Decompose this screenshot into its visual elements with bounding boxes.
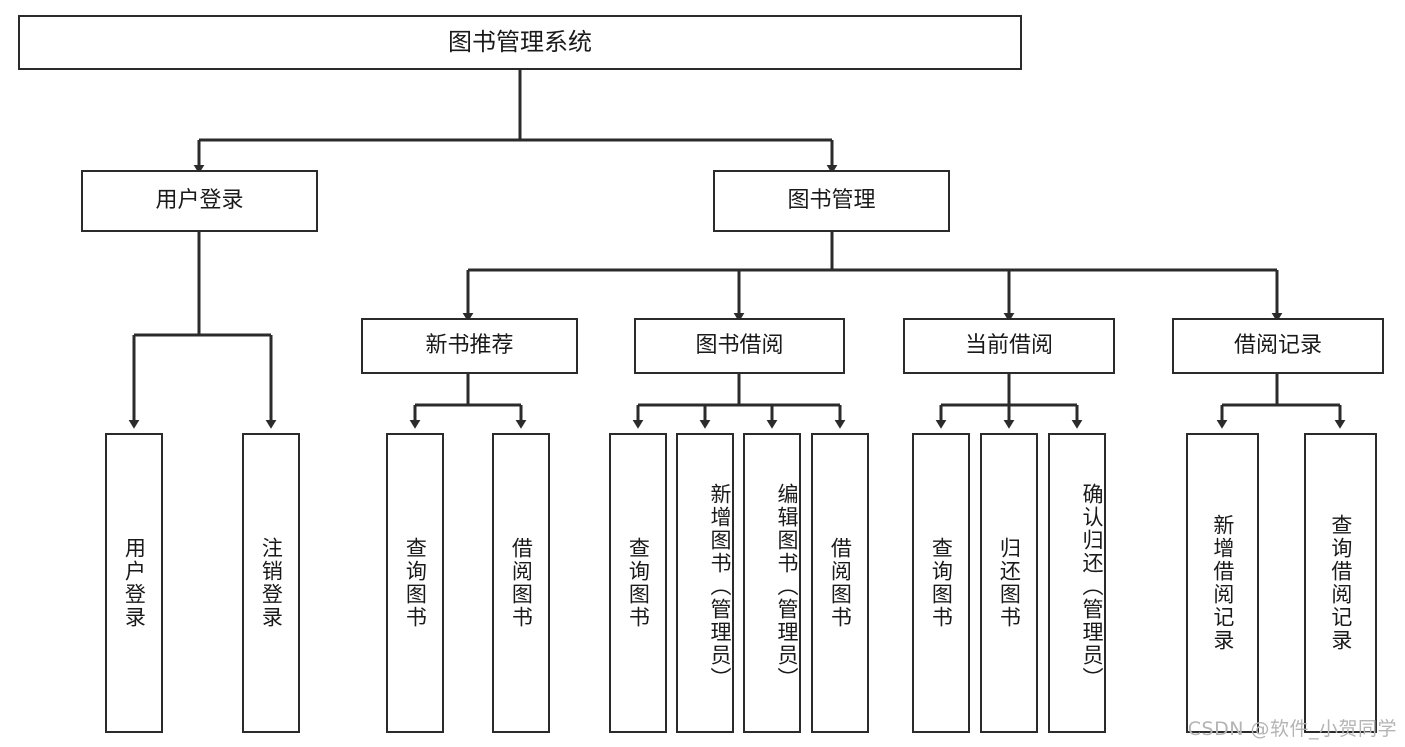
node-current-borrowing[interactable]: 当前借阅 [903, 318, 1115, 374]
node-label: 新书推荐 [425, 333, 514, 359]
node-label: 查询图书 [626, 537, 651, 629]
leaf-new-book-borrow-books[interactable]: 借阅图书 [492, 433, 550, 733]
leaf-book-borrow-borrow-books[interactable]: 借阅图书 [811, 433, 869, 733]
leaf-current-borrow-confirm-return-admin[interactable]: 确认归还（管理员） [1048, 433, 1106, 733]
node-label: 查询图书 [929, 537, 954, 629]
node-label: 新增借阅记录 [1210, 514, 1235, 652]
node-book-borrowing[interactable]: 图书借阅 [634, 318, 845, 374]
node-label: 图书借阅 [695, 333, 784, 359]
leaf-book-borrow-edit-book-admin[interactable]: 编辑图书（管理员） [743, 433, 801, 733]
node-label: 借阅记录 [1233, 333, 1322, 359]
node-label: 当前借阅 [964, 333, 1053, 359]
node-label: 新增图书（管理员） [708, 482, 732, 690]
leaf-borrow-record-add-record[interactable]: 新增借阅记录 [1186, 433, 1259, 733]
node-label: 归还图书 [997, 537, 1022, 629]
leaf-user-login-logout[interactable]: 注销登录 [242, 433, 300, 733]
node-label: 查询借阅记录 [1328, 514, 1353, 652]
watermark-text: CSDN @软件_小贺同学 [1187, 718, 1397, 740]
node-new-book-recommendation[interactable]: 新书推荐 [361, 318, 578, 374]
node-user-login[interactable]: 用户登录 [81, 170, 318, 232]
node-book-management[interactable]: 图书管理 [713, 170, 950, 232]
node-label: 图书管理系统 [448, 28, 592, 57]
leaf-book-borrow-add-book-admin[interactable]: 新增图书（管理员） [676, 433, 734, 733]
node-label: 用户登录 [155, 188, 244, 214]
leaf-current-borrow-return-books[interactable]: 归还图书 [980, 433, 1038, 733]
node-label: 确认归还（管理员） [1080, 482, 1104, 690]
leaf-borrow-record-query-record[interactable]: 查询借阅记录 [1304, 433, 1377, 733]
leaf-book-borrow-query-books[interactable]: 查询图书 [609, 433, 667, 733]
node-label: 注销登录 [259, 537, 284, 629]
leaf-user-login-login[interactable]: 用户登录 [105, 433, 163, 733]
node-label: 图书管理 [787, 188, 876, 214]
node-label: 借阅图书 [828, 537, 853, 629]
leaf-current-borrow-query-books[interactable]: 查询图书 [912, 433, 970, 733]
node-root-book-management-system[interactable]: 图书管理系统 [18, 15, 1022, 70]
node-label: 用户登录 [122, 537, 147, 629]
leaf-new-book-query-books[interactable]: 查询图书 [386, 433, 444, 733]
node-label: 编辑图书（管理员） [775, 482, 799, 690]
node-label: 查询图书 [403, 537, 428, 629]
node-label: 借阅图书 [509, 537, 534, 629]
node-borrowing-record[interactable]: 借阅记录 [1172, 318, 1384, 374]
